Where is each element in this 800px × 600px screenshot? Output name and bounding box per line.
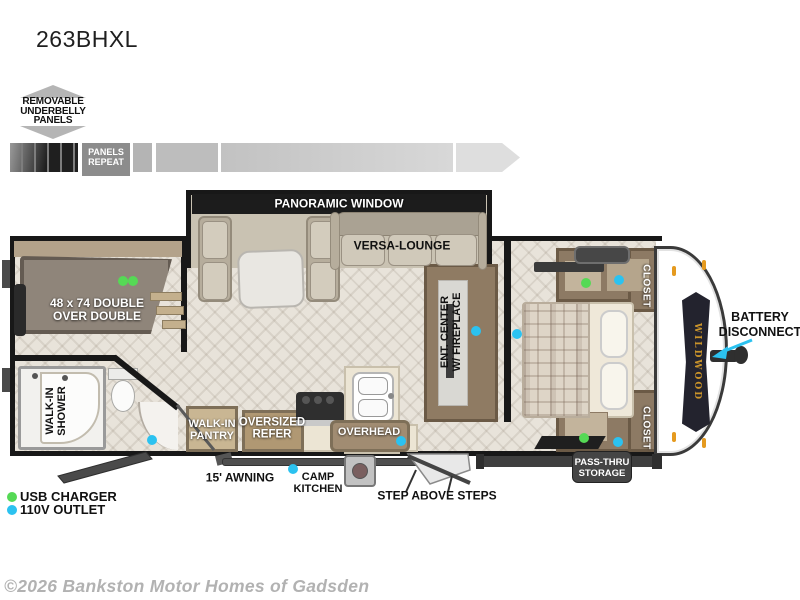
wall-bath — [10, 355, 116, 361]
camp-kitchen-unit — [344, 455, 376, 487]
wall-bedroom — [504, 240, 511, 422]
marker-light-icon — [702, 260, 706, 270]
pass-thru-storage-box: PASS-THRU STORAGE — [572, 451, 632, 483]
sofa-back — [336, 212, 486, 236]
wall-bottom — [10, 451, 662, 456]
oversized-refer-label: OVERSIZED REFER — [238, 416, 306, 441]
rear-bumper-tab — [2, 260, 11, 288]
stove-burner-icon — [326, 396, 334, 404]
closet-bottom-label: CLOSET — [640, 406, 652, 450]
underbelly-panel-dark — [10, 143, 78, 172]
bunk-surround — [14, 241, 182, 257]
underbelly-panel-4 — [221, 143, 453, 172]
dinette-table — [237, 248, 305, 310]
marker-light-icon — [672, 266, 676, 276]
wall-top-right — [486, 236, 662, 241]
panoramic-window-label: PANORAMIC WINDOW — [274, 196, 404, 211]
sofa-armrest — [478, 212, 487, 270]
sofa-cushion — [435, 234, 477, 266]
overhead-label: OVERHEAD — [337, 426, 401, 439]
wall-top-left — [10, 236, 188, 241]
stove-burner-icon — [302, 396, 310, 404]
walk-in-shower-label: WALK-IN SHOWER — [44, 386, 68, 436]
bed-pillow — [600, 310, 628, 358]
dinette-cushion — [202, 221, 228, 259]
bed-blanket — [522, 302, 590, 418]
page-title: 263BHXL — [36, 26, 138, 52]
bedroom-tv — [534, 262, 604, 272]
underbelly-panel-arrow — [456, 143, 520, 172]
pass-thru-rail — [480, 456, 660, 467]
underbelly-label: REMOVABLE UNDERBELLY PANELS — [20, 95, 86, 126]
fireplace-slot — [446, 304, 454, 378]
sofa-armrest — [330, 212, 340, 270]
bunk-window — [14, 284, 26, 336]
shower-head-icon — [32, 373, 38, 379]
panoramic-window — [192, 194, 486, 214]
legend-usb-label: USB CHARGER — [20, 489, 117, 504]
wall-bunkroom — [181, 240, 187, 352]
sofa-cushion — [341, 234, 385, 266]
tongue-jack-foot — [734, 346, 748, 364]
bunk-label: 48 x 74 DOUBLE OVER DOUBLE — [49, 296, 145, 323]
awning-rail — [222, 458, 462, 466]
walk-in-pantry-label: WALK-IN PANTRY — [188, 418, 236, 442]
step-above-steps-label: STEP ABOVE STEPS — [377, 488, 497, 503]
marker-light-icon — [672, 432, 676, 442]
underbelly-panel-2 — [133, 143, 152, 172]
bunk-step — [156, 306, 184, 315]
marker-light-icon — [702, 438, 706, 448]
ent-center-label: ENT. CENTER W/ FIREPLACE — [439, 292, 463, 372]
toilet-bowl — [111, 380, 135, 412]
camp-kitchen-burner-icon — [352, 463, 368, 479]
rear-bumper-tab — [2, 368, 11, 392]
shower-head-icon — [62, 375, 68, 381]
versa-lounge-label: VERSA-LOUNGE — [353, 238, 451, 253]
watermark: ©2026 Bankston Motor Homes of Gadsden — [4, 576, 370, 596]
toilet-tank — [108, 368, 138, 380]
sofa-cushion — [388, 234, 432, 266]
legend-usb-dot — [7, 492, 17, 502]
camp-kitchen-label: CAMP KITCHEN — [293, 471, 343, 495]
battery-disconnect-label: BATTERY DISCONNECT — [718, 310, 800, 339]
legend-outlet-label: 110V OUTLET — [20, 502, 106, 517]
pass-thru-endcap — [476, 454, 484, 469]
stove-front — [296, 420, 344, 426]
bunk-step — [150, 292, 182, 301]
awning-label: 15' AWNING — [205, 470, 275, 485]
roof-vent — [574, 246, 630, 264]
legend-outlet-dot — [7, 505, 17, 515]
bunk-step — [162, 320, 186, 329]
wall-rear — [10, 236, 15, 456]
sink-basin — [358, 377, 388, 395]
bedroom-floor-mat — [534, 436, 606, 449]
underbelly-arrow-up-icon — [20, 85, 86, 98]
dinette-cushion — [202, 262, 228, 300]
closet-top-label: CLOSET — [640, 264, 652, 308]
panels-repeat-box: PANELS REPEAT — [82, 143, 130, 176]
stove-burner-icon — [314, 396, 322, 404]
brand-logo-text: WILDWOOD — [691, 322, 702, 402]
sink-faucet-icon — [388, 393, 394, 399]
refrigerator — [242, 410, 304, 452]
sink-basin — [358, 399, 388, 417]
underbelly-arrow-down-icon — [20, 126, 86, 139]
pass-thru-endcap — [652, 454, 662, 469]
underbelly-panel-3 — [156, 143, 218, 172]
bed-pillow — [600, 362, 628, 410]
rear-stabilizer-jack — [57, 451, 153, 484]
brand-badge — [682, 292, 710, 432]
